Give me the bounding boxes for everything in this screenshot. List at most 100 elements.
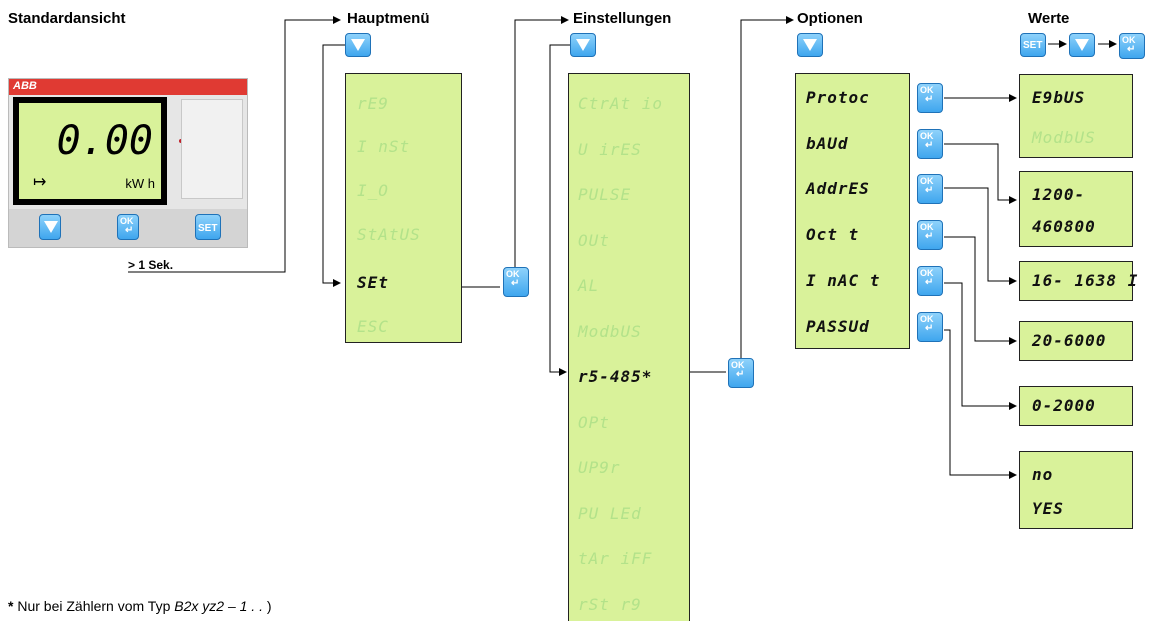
footnote-star: * — [8, 598, 14, 614]
option-ok-key[interactable]: OK↵ — [917, 266, 943, 296]
settings-item[interactable]: U irES — [578, 139, 642, 159]
value-option[interactable]: YES — [1032, 499, 1064, 518]
meter-lcd: 0.00 ↦ kW h — [19, 103, 161, 199]
arrow-to-rs485 — [549, 44, 570, 376]
value-box: 16- 1638 I — [1019, 261, 1137, 301]
meter-set-key[interactable]: SET — [195, 214, 221, 240]
ok-icon: OK — [920, 131, 934, 141]
settings-item[interactable]: ModbUS — [578, 321, 642, 341]
settings-item[interactable]: CtrAt io — [578, 94, 664, 113]
values-down-key[interactable] — [1069, 33, 1095, 57]
value-option[interactable]: 460800 — [1032, 217, 1096, 236]
settings-down-key[interactable] — [570, 33, 596, 57]
meter-display-frame: 0.00 ↦ kW h — [13, 97, 167, 205]
options-lcd — [795, 73, 910, 349]
main-menu-ok-key[interactable]: OK ↵ — [503, 267, 529, 297]
options-item[interactable]: Protoc — [806, 88, 870, 107]
header-settings: Einstellungen — [573, 10, 672, 27]
meter-ok-key[interactable]: OK ↵ — [117, 214, 139, 240]
settings-item[interactable]: r5-485* — [578, 367, 653, 386]
ok-icon: OK — [506, 269, 520, 279]
header-standard-view: Standardansicht — [8, 10, 126, 27]
value-option[interactable]: 20-6000 — [1032, 331, 1107, 350]
meter-side-panel — [181, 99, 243, 199]
enter-icon: ↵ — [925, 323, 934, 334]
meter-unit: kW h — [125, 176, 155, 191]
options-item[interactable]: PASSUd — [806, 317, 870, 336]
enter-icon: ↵ — [511, 278, 520, 289]
ok-icon: OK — [920, 314, 934, 324]
header-values: Werte — [1028, 10, 1070, 27]
footnote-text: Nur bei Zählern vom Typ — [13, 598, 175, 614]
enter-icon: ↵ — [125, 225, 134, 236]
footnote: * Nur bei Zählern vom Typ B2x yz2 – 1 . … — [8, 598, 272, 614]
ok-icon: OK — [920, 222, 934, 232]
hold-note: > 1 Sek. — [128, 258, 174, 272]
header-main-menu: Hauptmenü — [347, 10, 430, 27]
ok-icon: OK — [1122, 35, 1136, 45]
arrow-baud — [944, 143, 1017, 204]
ok-icon: OK — [120, 216, 134, 226]
main-menu-down-key[interactable] — [345, 33, 371, 57]
value-box: 0-2000 — [1019, 386, 1133, 426]
meter-panel: ABB 0.00 ↦ kW h OK ↵ SET — [8, 78, 248, 248]
set-icon: SET — [198, 223, 218, 234]
enter-icon: ↵ — [925, 277, 934, 288]
main-menu-item[interactable]: SEt — [357, 273, 389, 292]
value-box: 1200- 460800 — [1019, 171, 1133, 247]
options-item[interactable]: Oct t — [806, 225, 860, 244]
settings-item[interactable]: UP9r — [578, 458, 621, 477]
value-option[interactable]: E9bUS — [1032, 88, 1086, 107]
arrow-to-settings — [514, 16, 569, 268]
abb-logo: ABB — [13, 80, 37, 92]
settings-ok-key[interactable]: OK ↵ — [728, 358, 754, 388]
meter-arrow-icon: ↦ — [33, 174, 47, 191]
settings-item[interactable]: OUt — [578, 230, 610, 250]
options-item[interactable]: AddrES — [806, 179, 870, 198]
settings-lcd — [568, 73, 690, 621]
option-ok-key[interactable]: OK↵ — [917, 312, 943, 342]
value-option[interactable]: 1200- — [1032, 185, 1086, 204]
main-menu-item[interactable]: rE9 — [357, 94, 389, 113]
option-ok-key[interactable]: OK↵ — [917, 220, 943, 250]
set-icon: SET — [1023, 40, 1043, 51]
settings-item[interactable]: AL — [578, 276, 600, 295]
settings-item[interactable]: PULSE — [578, 185, 632, 204]
main-menu-lcd — [345, 73, 462, 343]
options-item[interactable]: bAUd — [806, 134, 849, 153]
down-arrow-icon — [351, 39, 365, 51]
main-menu-item[interactable]: StAtUS — [357, 225, 421, 244]
arrow-to-options — [740, 16, 794, 358]
option-ok-key[interactable]: OK↵ — [917, 174, 943, 204]
value-option[interactable]: no — [1032, 465, 1054, 484]
meter-down-key[interactable] — [39, 214, 61, 240]
options-item[interactable]: I nAC t — [806, 271, 881, 290]
settings-item[interactable]: tAr iFF — [578, 549, 653, 568]
main-menu-item[interactable]: I_O — [357, 181, 389, 200]
main-menu-item[interactable]: I nSt — [357, 137, 411, 156]
settings-item[interactable]: PU LEd — [578, 503, 642, 523]
settings-item[interactable]: rSt r9 — [578, 594, 642, 614]
enter-icon: ↵ — [925, 231, 934, 242]
arrow-to-main-menu — [128, 16, 341, 273]
value-option[interactable]: 0-2000 — [1032, 396, 1096, 415]
down-arrow-icon — [576, 39, 590, 51]
footnote-type-code: B2x yz2 – 1 . . — [174, 598, 263, 614]
settings-item[interactable]: OPt — [578, 412, 610, 432]
options-down-key[interactable] — [797, 33, 823, 57]
value-option[interactable]: 16- 1638 I — [1032, 271, 1139, 290]
footnote-close: ) — [262, 598, 272, 614]
enter-icon: ↵ — [925, 140, 934, 151]
meter-reading: 0.00 — [56, 118, 153, 164]
option-ok-key[interactable]: OK↵ — [917, 83, 943, 113]
option-ok-key[interactable]: OK↵ — [917, 129, 943, 159]
enter-icon: ↵ — [925, 185, 934, 196]
values-ok-key[interactable]: OK ↵ — [1119, 33, 1145, 59]
down-arrow-icon — [1075, 39, 1089, 51]
values-set-key[interactable]: SET — [1020, 33, 1046, 57]
value-option[interactable]: ModbUS — [1032, 128, 1096, 147]
main-menu-item[interactable]: ESC — [357, 317, 389, 336]
header-options: Optionen — [797, 10, 863, 27]
